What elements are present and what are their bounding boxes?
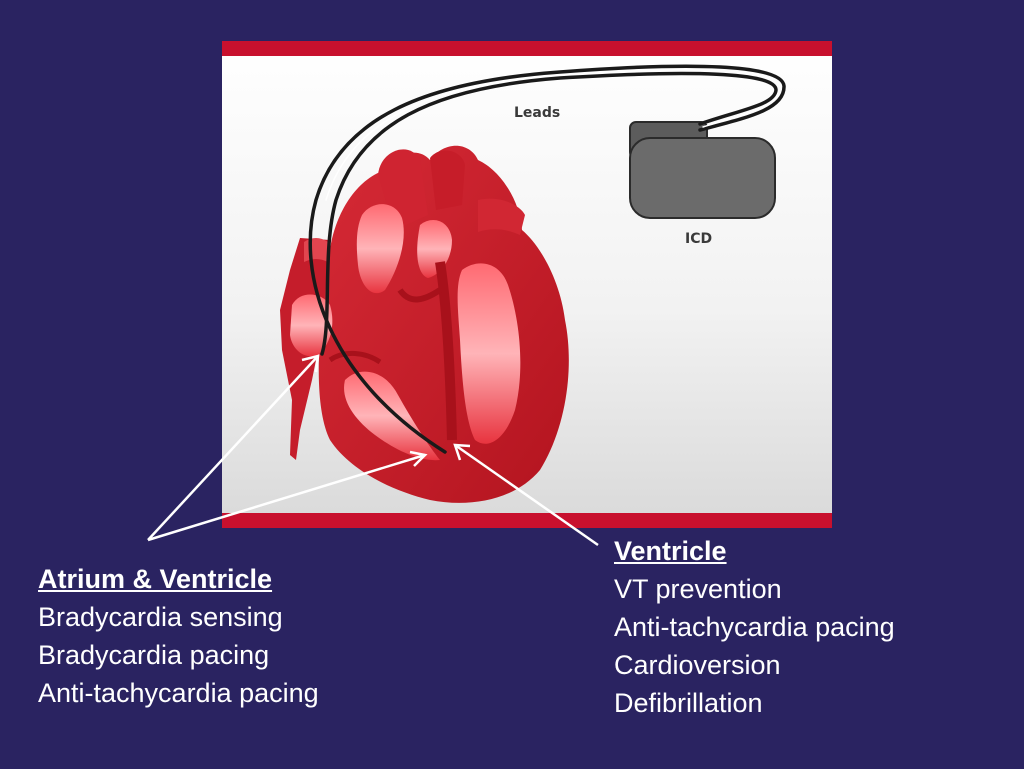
arrow-head-ventricle — [409, 450, 428, 467]
leads-label: Leads — [514, 105, 560, 121]
frame-bottom-border — [222, 513, 832, 528]
ventricle-panel: Ventricle VT prevention Anti-tachycardia… — [614, 532, 895, 722]
left-ventricle — [457, 263, 521, 444]
leads: Leads — [308, 64, 786, 454]
ventricle-heading: Ventricle — [614, 536, 727, 566]
annotation-arrows — [147, 354, 599, 547]
arrow-to-ventricle-right — [454, 443, 599, 547]
heart-illustration — [280, 145, 569, 503]
left-panel-line: Bradycardia pacing — [38, 640, 270, 670]
arrow-to-ventricle — [147, 453, 426, 542]
right-ventricle — [344, 371, 440, 461]
left-panel-line: Bradycardia sensing — [38, 602, 283, 632]
right-panel-line: VT prevention — [614, 574, 782, 604]
ventricular-lead — [308, 64, 786, 454]
pulmonary-artery — [478, 198, 525, 235]
arrow-head-ventricle-right — [453, 443, 471, 461]
right-panel-line: Defibrillation — [614, 688, 763, 718]
arrow-to-atrium — [147, 355, 319, 541]
frame-top-border — [222, 41, 832, 56]
left-panel-line: Anti-tachycardia pacing — [38, 678, 319, 708]
icd-device: ICD — [629, 121, 776, 247]
right-panel-line: Cardioversion — [614, 650, 781, 680]
atrium-ventricle-heading: Atrium & Ventricle — [38, 564, 273, 594]
atrial-lead — [320, 71, 778, 356]
left-atrium — [356, 204, 404, 294]
right-panel-line: Anti-tachycardia pacing — [614, 612, 895, 642]
icd-label: ICD — [685, 231, 712, 247]
arrow-head-atrium — [301, 354, 320, 373]
atrium-ventricle-panel: Atrium & Ventricle Bradycardia sensing B… — [38, 560, 319, 712]
